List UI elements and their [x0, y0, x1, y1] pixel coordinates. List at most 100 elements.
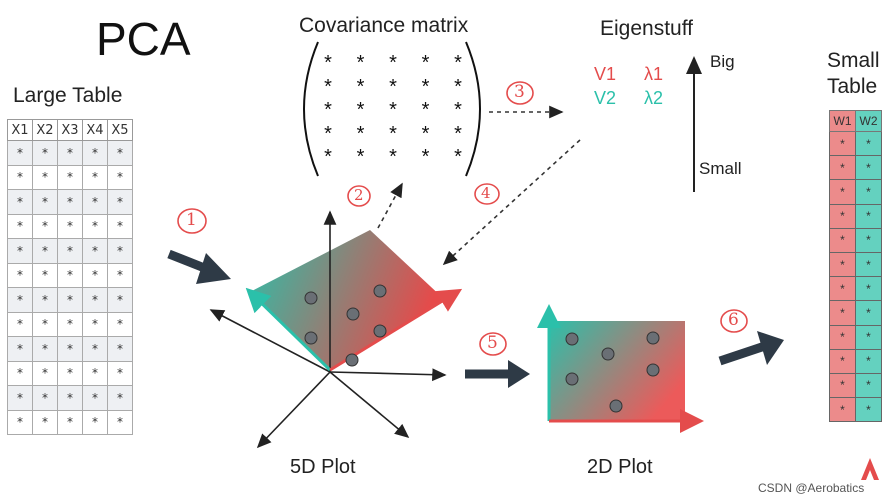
table-cell: *: [82, 409, 108, 435]
large-table: X1 X2 X3 X4 X5 *************************…: [7, 119, 133, 435]
table-cell: *: [107, 385, 133, 411]
small-table-header-row: W1 W2: [829, 110, 882, 132]
scale-small-label: Small: [699, 159, 742, 178]
matrix-cell: *: [389, 99, 397, 121]
table-row: **: [829, 276, 882, 302]
table-cell: *: [829, 227, 856, 253]
small-table-label-line2: Table: [827, 75, 878, 98]
header-w2: W2: [855, 110, 882, 132]
table-cell: *: [57, 287, 83, 313]
matrix-cell: *: [324, 75, 332, 98]
table-row: **: [829, 251, 882, 278]
table-row: *****: [7, 311, 133, 337]
large-table-header-row: X1 X2 X3 X4 X5: [7, 119, 133, 141]
table-cell: *: [57, 336, 83, 362]
table-cell: *: [57, 140, 83, 166]
matrix-cell: *: [324, 146, 332, 168]
table-cell: *: [855, 155, 882, 181]
step-2-label: 2: [354, 186, 364, 204]
table-cell: *: [32, 360, 58, 386]
table-row: *****: [7, 336, 133, 362]
matrix-cell: *: [454, 52, 462, 74]
table-row: **: [829, 130, 882, 157]
table-cell: *: [57, 164, 83, 190]
table-cell: *: [107, 262, 133, 288]
table-cell: *: [82, 262, 108, 288]
pca-title: PCA: [96, 13, 191, 65]
matrix-cell: *: [356, 146, 365, 168]
small-table: W1 W2 ************************: [829, 110, 882, 423]
table-row: **: [829, 397, 882, 423]
table-cell: *: [7, 336, 33, 362]
table-cell: *: [7, 385, 33, 411]
matrix-cell: *: [324, 122, 332, 145]
csdn-logo-icon: [861, 458, 879, 480]
table-cell: *: [82, 140, 108, 166]
table-cell: *: [32, 409, 58, 435]
table-cell: *: [82, 311, 108, 337]
matrix-cell: *: [356, 75, 365, 98]
table-cell: *: [57, 360, 83, 386]
table-cell: *: [7, 213, 33, 239]
table-cell: *: [32, 140, 58, 166]
matrix-cell: *: [421, 52, 430, 74]
matrix-cell: *: [389, 75, 397, 98]
table-cell: *: [829, 179, 856, 205]
table-cell: *: [82, 336, 108, 362]
table-row: **: [829, 227, 882, 253]
table-cell: *: [32, 262, 58, 288]
table-cell: *: [855, 372, 882, 399]
table-row: *****: [7, 287, 133, 313]
header-x2: X2: [32, 119, 58, 141]
matrix-cell: *: [454, 99, 462, 121]
process-arrows: [167, 249, 784, 388]
matrix-brackets: [303, 41, 481, 177]
table-cell: *: [855, 300, 882, 326]
eigenvector-v1: V1: [594, 64, 617, 84]
table-cell: *: [7, 140, 33, 166]
matrix-row: *****: [318, 146, 468, 170]
matrix-cell: *: [454, 122, 462, 145]
matrix-row: *****: [318, 99, 468, 123]
5d-points: [304, 284, 387, 367]
eigenstuff-label: Eigenstuff: [600, 17, 694, 40]
step-6-label: 6: [728, 310, 739, 330]
table-cell: *: [107, 360, 133, 386]
table-cell: *: [855, 348, 882, 374]
table-cell: *: [855, 203, 882, 229]
table-cell: *: [32, 336, 58, 362]
table-cell: *: [57, 385, 83, 411]
table-cell: *: [82, 164, 108, 190]
table-row: **: [829, 300, 882, 326]
table-cell: *: [829, 155, 856, 181]
matrix-cell: *: [454, 146, 462, 168]
table-cell: *: [855, 324, 882, 350]
table-row: **: [829, 155, 882, 181]
5d-axes: [209, 210, 447, 449]
step-5-label: 5: [487, 333, 498, 353]
matrix-cell: *: [421, 99, 430, 121]
matrix-cell: *: [389, 146, 397, 168]
matrix-cell: *: [421, 75, 430, 98]
table-cell: *: [829, 300, 856, 326]
table-cell: *: [82, 385, 108, 411]
table-row: **: [829, 324, 882, 350]
pc2-axis-5d: [245, 287, 332, 372]
matrix-cell: *: [356, 99, 365, 121]
table-cell: *: [829, 251, 856, 278]
table-cell: *: [855, 251, 882, 278]
matrix-row: *****: [318, 123, 468, 147]
table-row: **: [829, 372, 882, 399]
eigenvalue-l2: λ2: [644, 88, 664, 108]
5d-plot-label: 5D Plot: [290, 456, 356, 478]
table-row: *****: [7, 238, 133, 264]
2d-points: [565, 331, 660, 413]
table-cell: *: [7, 287, 33, 313]
step-1-label: 1: [186, 210, 197, 230]
step-4-label: 4: [481, 184, 491, 202]
header-x4: X4: [82, 119, 108, 141]
covariance-matrix: *************************: [318, 52, 468, 170]
small-table-label: Small Table: [827, 48, 880, 100]
table-cell: *: [829, 397, 856, 423]
